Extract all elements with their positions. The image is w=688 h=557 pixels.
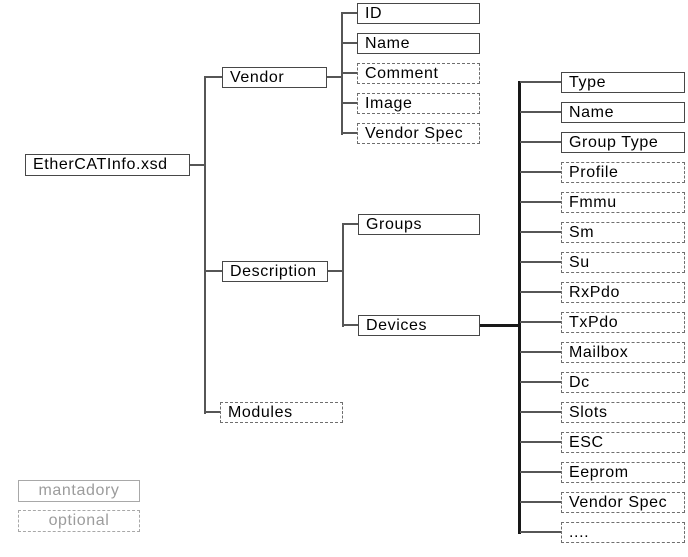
description-connector-line [204, 270, 222, 272]
node-vendor-id: ID [357, 3, 480, 24]
node-device-more: .... [561, 522, 685, 543]
description-out-line [328, 270, 344, 272]
vendor-child-connector [341, 12, 357, 14]
node-device-profile: Profile [561, 162, 685, 183]
devices-trunk-line [518, 81, 521, 534]
node-device-mailbox: Mailbox [561, 342, 685, 363]
node-device-type: Type [561, 72, 685, 93]
root-connector-line [190, 164, 206, 166]
node-vendor-name: Name [357, 33, 480, 54]
device-child-connector [520, 501, 561, 503]
node-description: Description [222, 261, 328, 282]
description-trunk-line [342, 223, 344, 327]
legend-optional: optional [18, 510, 140, 532]
node-vendor: Vendor [222, 67, 327, 88]
node-groups: Groups [358, 214, 480, 235]
root-trunk-line [204, 76, 206, 414]
node-device-rxpdo: RxPdo [561, 282, 685, 303]
node-device-eeprom: Eeprom [561, 462, 685, 483]
node-device-sm: Sm [561, 222, 685, 243]
device-child-connector [520, 321, 561, 323]
device-child-connector [520, 441, 561, 443]
node-device-dc: Dc [561, 372, 685, 393]
node-vendor-image: Image [357, 93, 480, 114]
vendor-connector-line [204, 76, 222, 78]
device-child-connector [520, 261, 561, 263]
node-devices: Devices [358, 315, 480, 336]
groups-connector-line [342, 223, 358, 225]
device-child-connector [520, 81, 561, 83]
modules-connector-line [204, 411, 220, 413]
node-device-esc: ESC [561, 432, 685, 453]
devices-connector-line [342, 324, 358, 326]
device-child-connector [520, 171, 561, 173]
node-device-fmmu: Fmmu [561, 192, 685, 213]
node-device-slots: Slots [561, 402, 685, 423]
device-child-connector [520, 111, 561, 113]
vendor-child-connector [341, 102, 357, 104]
vendor-out-line [327, 76, 343, 78]
device-child-connector [520, 291, 561, 293]
device-child-connector [520, 201, 561, 203]
device-child-connector [520, 411, 561, 413]
device-child-connector [520, 381, 561, 383]
node-modules: Modules [220, 402, 343, 423]
node-vendor-comment: Comment [357, 63, 480, 84]
device-child-connector [520, 471, 561, 473]
node-device-su: Su [561, 252, 685, 273]
device-child-connector [520, 141, 561, 143]
node-ethercatinfo-root: EtherCATInfo.xsd [25, 154, 190, 176]
vendor-child-connector [341, 132, 357, 134]
device-child-connector [520, 351, 561, 353]
node-device-grouptype: Group Type [561, 132, 685, 153]
legend-mandatory: mantadory [18, 480, 140, 502]
device-child-connector [520, 531, 561, 533]
vendor-child-connector [341, 72, 357, 74]
vendor-child-connector [341, 42, 357, 44]
devices-out-line [480, 324, 521, 327]
node-device-txpdo: TxPdo [561, 312, 685, 333]
node-vendor-vendorspec: Vendor Spec [357, 123, 480, 144]
device-child-connector [520, 231, 561, 233]
node-device-vendorspec: Vendor Spec [561, 492, 685, 513]
node-device-name: Name [561, 102, 685, 123]
